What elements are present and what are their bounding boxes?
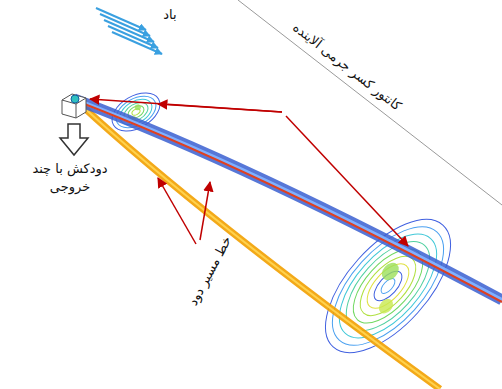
contour-label: کانتور کسر جرمی آلاینده bbox=[275, 8, 420, 126]
boundary-line bbox=[238, 0, 502, 205]
plume-paths bbox=[74, 99, 502, 389]
wind-label: باد bbox=[150, 6, 190, 24]
stack-label: دودکش با چند خروجی bbox=[30, 160, 110, 195]
wind-arrows bbox=[96, 8, 162, 54]
leader-arrows bbox=[90, 99, 408, 246]
pathline-label: خط مسیر دود bbox=[179, 223, 241, 320]
stack-symbol bbox=[60, 94, 88, 155]
